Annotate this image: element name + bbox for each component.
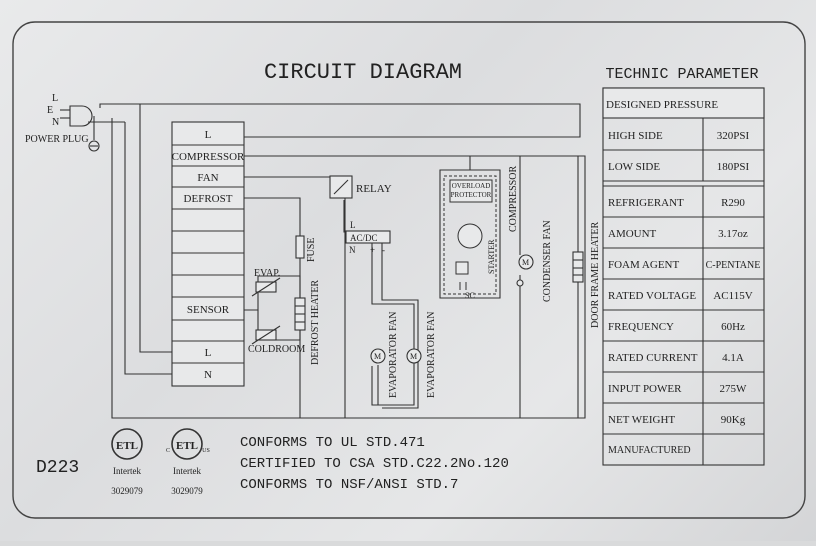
svg-text:R290: R290 bbox=[721, 197, 745, 209]
controller-block: L COMPRESSOR FAN DEFROST SENSOR L N bbox=[171, 121, 245, 387]
terminal-compressor: COMPRESSOR bbox=[172, 151, 245, 163]
defrost-heater-label: DEFROST HEATER bbox=[310, 280, 321, 365]
etl-logo-2-icon: ETL C US Intertek 3029079 bbox=[166, 428, 210, 496]
fuse-icon bbox=[295, 235, 305, 259]
svg-text:AC115V: AC115V bbox=[713, 290, 752, 302]
overload-label: OVERLOAD bbox=[452, 182, 491, 190]
svg-text:4.1A: 4.1A bbox=[722, 352, 744, 364]
svg-text:M: M bbox=[374, 352, 381, 361]
svg-text:Intertek: Intertek bbox=[113, 466, 141, 476]
svg-text:Intertek: Intertek bbox=[173, 466, 201, 476]
terminal-l-bottom: L bbox=[205, 347, 212, 359]
acdc-converter: L AC/DC N + - bbox=[345, 220, 391, 255]
svg-text:RATED VOLTAGE: RATED VOLTAGE bbox=[608, 290, 696, 302]
conformance-line-2: CERTIFIED TO CSA STD.C22.2No.120 bbox=[240, 456, 509, 472]
svg-text:M: M bbox=[522, 258, 529, 267]
svg-text:INPUT POWER: INPUT POWER bbox=[608, 383, 682, 395]
svg-text:ETL: ETL bbox=[176, 440, 198, 452]
condenser-fan-label: CONDENSER FAN bbox=[542, 220, 553, 302]
wiring bbox=[88, 103, 586, 419]
svg-text:US: US bbox=[202, 448, 210, 454]
coldroom-sensor-label: COLDROOM bbox=[248, 344, 305, 355]
plate-border bbox=[12, 21, 806, 519]
terminal-fan: FAN bbox=[197, 172, 218, 184]
svg-text:REFRIGERANT: REFRIGERANT bbox=[608, 197, 684, 209]
parameter-rows: HIGH SIDE 320PSI LOW SIDE 180PSI REFRIGE… bbox=[608, 130, 760, 456]
svg-text:180PSI: 180PSI bbox=[717, 161, 750, 173]
evaporator-fan-1-icon bbox=[370, 348, 386, 364]
plug-label-n: N bbox=[52, 117, 59, 128]
defrost-heater-icon bbox=[294, 297, 306, 331]
evaporator-fan-2-label: EVAPORATOR FAN bbox=[426, 312, 437, 398]
relay-icon bbox=[329, 175, 353, 199]
svg-text:N: N bbox=[349, 245, 356, 255]
svg-text:NET WEIGHT: NET WEIGHT bbox=[608, 414, 675, 426]
compressor-unit bbox=[443, 175, 497, 295]
parameter-table bbox=[602, 87, 765, 466]
svg-text:275W: 275W bbox=[720, 383, 748, 395]
svg-text:FOAM AGENT: FOAM AGENT bbox=[608, 259, 679, 271]
door-frame-heater-label: DOOR FRAME HEATER bbox=[590, 222, 601, 328]
evaporator-fan-2-icon bbox=[406, 348, 422, 364]
parameter-title: TECHNIC PARAMETER bbox=[605, 66, 758, 83]
svg-text:C-PENTANE: C-PENTANE bbox=[706, 260, 761, 271]
svg-text:90Kg: 90Kg bbox=[721, 414, 746, 426]
evap-sensor-label: EVAP. bbox=[254, 268, 280, 279]
svg-text:AC/DC: AC/DC bbox=[350, 233, 378, 243]
svg-text:60Hz: 60Hz bbox=[721, 321, 745, 333]
power-plug-icon bbox=[60, 105, 100, 152]
protector-label: PROTECTOR bbox=[451, 191, 492, 199]
terminal-n-bottom: N bbox=[204, 369, 212, 381]
svg-text:-: - bbox=[382, 245, 385, 255]
conformance-line-1: CONFORMS TO UL STD.471 bbox=[240, 435, 425, 451]
model-number: D223 bbox=[36, 458, 79, 478]
plug-label-e: E bbox=[47, 105, 53, 116]
svg-text:L: L bbox=[350, 220, 356, 230]
door-frame-heater-icon bbox=[572, 251, 584, 283]
svg-text:AMOUNT: AMOUNT bbox=[608, 228, 657, 240]
evap-sensor-icon bbox=[251, 277, 281, 297]
condenser-fan-icon bbox=[516, 254, 534, 287]
svg-text:M: M bbox=[410, 352, 417, 361]
svg-text:ETL: ETL bbox=[116, 440, 138, 452]
terminal-l-top: L bbox=[205, 129, 212, 141]
diagram-title: CIRCUIT DIAGRAM bbox=[264, 60, 462, 85]
svg-text:320PSI: 320PSI bbox=[717, 130, 750, 142]
conformance-line-3: CONFORMS TO NSF/ANSI STD.7 bbox=[240, 477, 458, 493]
coldroom-sensor-icon bbox=[251, 325, 281, 345]
power-plug-label: POWER PLUG bbox=[25, 134, 89, 145]
svg-text:C: C bbox=[166, 448, 170, 454]
fuse-label: FUSE bbox=[306, 238, 317, 262]
terminal-sensor: SENSOR bbox=[187, 304, 230, 316]
relay-label: RELAY bbox=[356, 183, 392, 195]
svg-text:LOW SIDE: LOW SIDE bbox=[608, 161, 660, 173]
svg-text:+: + bbox=[370, 245, 375, 255]
designed-pressure-heading: DESIGNED PRESSURE bbox=[606, 99, 718, 111]
svg-text:3029079: 3029079 bbox=[171, 486, 203, 496]
plug-label-l: L bbox=[52, 93, 58, 104]
svg-text:RATED CURRENT: RATED CURRENT bbox=[608, 352, 698, 364]
etl-logo-1-icon: ETL Intertek 3029079 bbox=[111, 428, 143, 496]
svg-text:3.17oz: 3.17oz bbox=[718, 228, 748, 240]
terminal-defrost: DEFROST bbox=[184, 193, 233, 205]
svg-text:3029079: 3029079 bbox=[111, 486, 143, 496]
svg-text:HIGH SIDE: HIGH SIDE bbox=[608, 130, 663, 142]
sc-label: SC bbox=[465, 291, 475, 300]
svg-text:FREQUENCY: FREQUENCY bbox=[608, 321, 674, 333]
evaporator-fan-1-label: EVAPORATOR FAN bbox=[388, 312, 399, 398]
starter-label: STARTER bbox=[487, 239, 496, 274]
svg-text:MANUFACTURED: MANUFACTURED bbox=[608, 445, 691, 456]
compressor-label: COMPRESSOR bbox=[508, 166, 519, 232]
